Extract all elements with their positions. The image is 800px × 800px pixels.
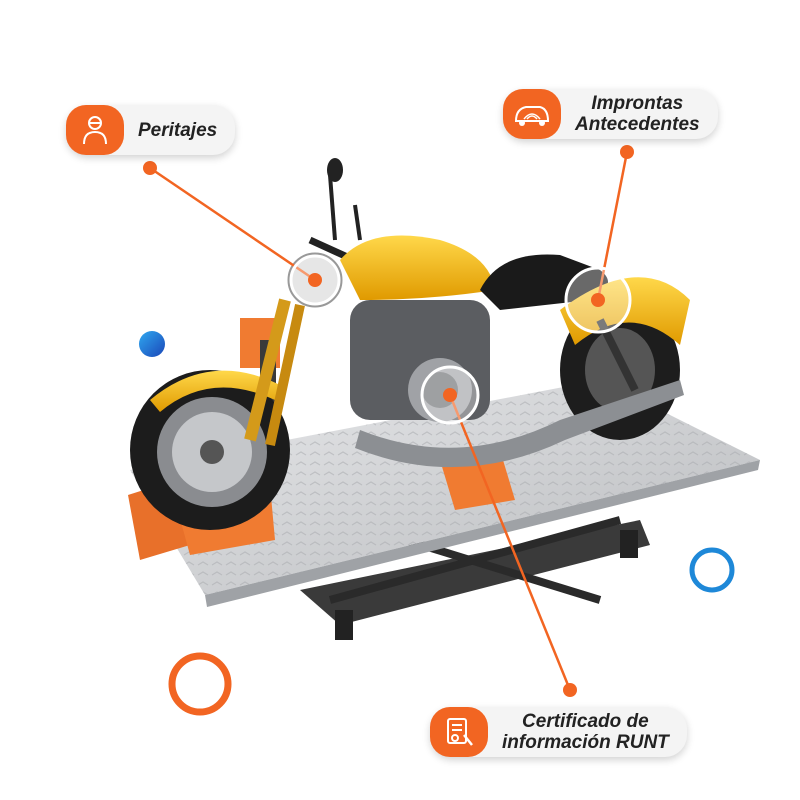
callout-peritajes-label: Peritajes <box>138 119 218 141</box>
callout-peritajes: Peritajes <box>66 105 236 155</box>
callout-improntas-line1: Improntas <box>591 93 684 114</box>
callout-line-certificado <box>448 394 572 691</box>
callout-certificado-line1: Certificado de <box>522 711 649 732</box>
callout-certificado-label: Certificado de información RUNT <box>488 711 687 753</box>
target-markers <box>289 254 632 425</box>
motorcycle <box>130 158 690 530</box>
blue-dot-decoration <box>139 331 165 357</box>
orange-ring-decoration <box>168 652 232 716</box>
inspector-icon <box>66 105 124 155</box>
callout-lines <box>143 145 634 697</box>
callout-line-peritajes <box>149 166 316 282</box>
callout-improntas-line2: Antecedentes <box>575 114 700 135</box>
callout-certificado-line2: información RUNT <box>502 732 669 753</box>
callout-improntas-label: Improntas Antecedentes <box>561 93 718 135</box>
blue-ring-decoration <box>689 547 735 593</box>
callout-certificado: Certificado de información RUNT <box>430 707 687 757</box>
fingerprint-car-icon <box>503 89 561 139</box>
callout-line-improntas <box>596 151 629 301</box>
callout-improntas: Improntas Antecedentes <box>503 89 718 139</box>
certificate-document-icon <box>430 707 488 757</box>
